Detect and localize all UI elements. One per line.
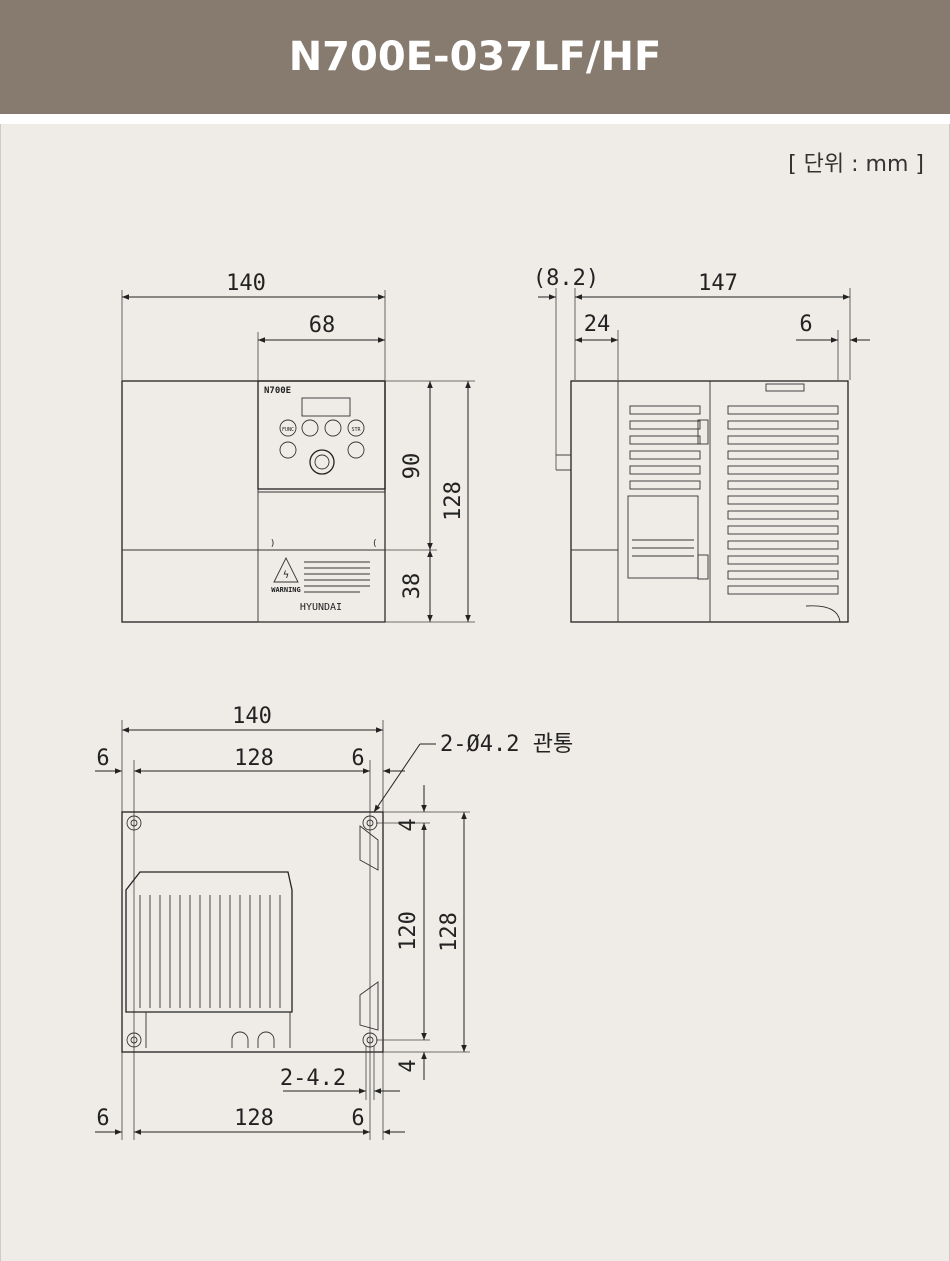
dim-height-upper: 90 [400, 453, 425, 480]
unit-label: [ 단위 : mm ] [788, 152, 924, 177]
dim-lower-margin-left: 6 [96, 1106, 109, 1131]
warning-label: WARNING [271, 586, 301, 594]
dim-front-width: 140 [226, 271, 266, 296]
title-bar: N700E-037LF/HF [0, 0, 950, 114]
dim-edge-bottom: 4 [396, 1059, 421, 1072]
dim-lower-pitch: 128 [234, 1106, 274, 1131]
separator [0, 114, 950, 124]
dim-margin-left: 6 [96, 746, 109, 771]
key-func: FUNC [282, 427, 294, 433]
page-title: N700E-037LF/HF [288, 34, 662, 80]
drawing-glyph: ϟ [283, 570, 289, 581]
dim-side-offset: (8.2) [533, 266, 599, 291]
dim-side-depth: 147 [698, 271, 738, 296]
dim-margin-right: 6 [351, 746, 364, 771]
dim-height-total: 128 [441, 481, 466, 521]
drawing-glyph: ( [372, 539, 377, 549]
dim-height: 128 [437, 912, 462, 952]
hole-note: 2-Ø4.2 관통 [440, 732, 573, 757]
dim-edge-top: 4 [396, 818, 421, 831]
dim-pitch: 128 [234, 746, 274, 771]
dim-panel-width: 68 [309, 313, 336, 338]
bottom-view: 140 6 128 6 2-Ø4.2 관통 [95, 704, 573, 1140]
dim-lower-margin-right: 6 [351, 1106, 364, 1131]
maker-label: HYUNDAI [300, 602, 342, 613]
dim-height-lower: 38 [400, 573, 425, 600]
dim-side-right: 6 [799, 312, 812, 337]
side-view: (8.2) 147 24 6 [533, 266, 870, 623]
dim-side-left: 24 [584, 312, 611, 337]
drawing-glyph: ) [270, 539, 275, 549]
dim-hole: 2-4.2 [280, 1066, 346, 1091]
front-view: 140 68 N700E FUNC STR ) ( ϟ WARNING [121, 271, 475, 623]
dim-pitch-v: 120 [396, 911, 421, 951]
brand-label: N700E [264, 386, 291, 396]
dim-bottom-width: 140 [232, 704, 272, 729]
key-str: STR [351, 427, 361, 433]
